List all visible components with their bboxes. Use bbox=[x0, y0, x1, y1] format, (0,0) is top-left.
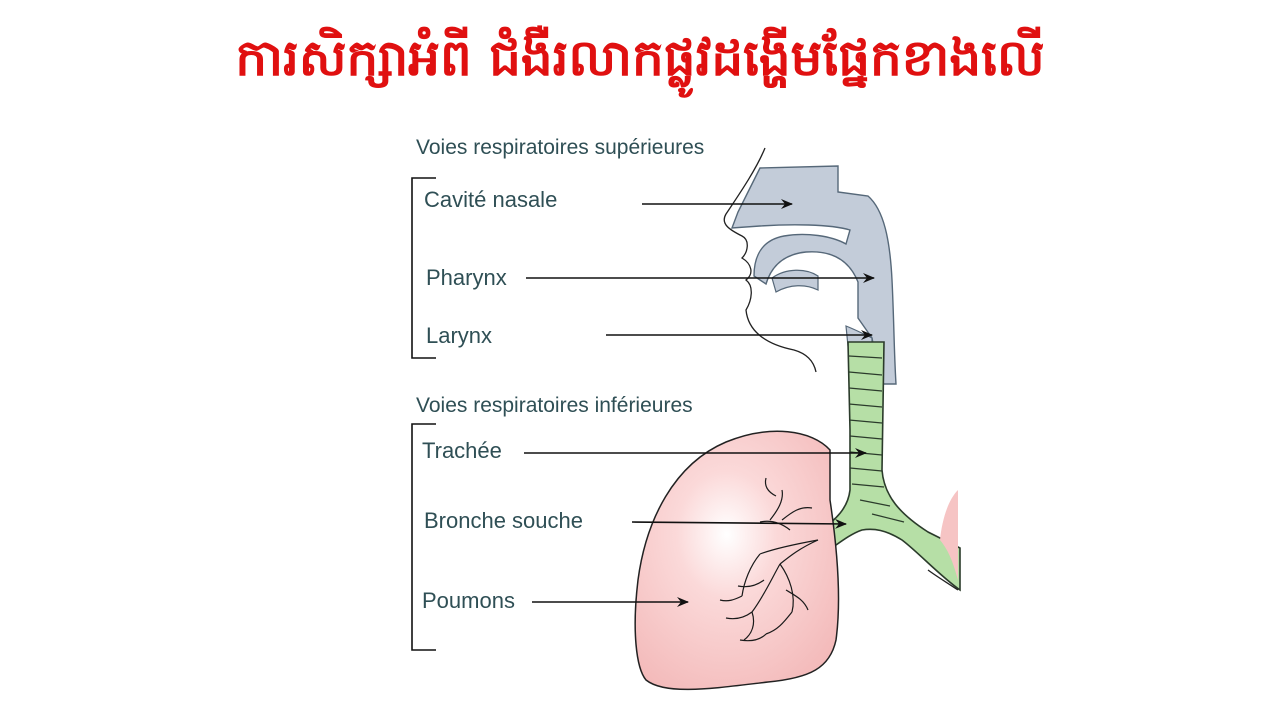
label-trachea: Trachée bbox=[422, 438, 502, 463]
arrow-main-bronchus bbox=[631, 518, 847, 529]
lower-bracket bbox=[411, 423, 436, 651]
trachea-rings bbox=[848, 355, 905, 523]
upper-airway bbox=[730, 165, 897, 385]
label-lungs: Poumons bbox=[422, 588, 515, 613]
upper-bracket bbox=[411, 177, 436, 359]
right-lung-outline bbox=[927, 569, 959, 591]
right-lung-edge bbox=[940, 490, 958, 580]
left-lung bbox=[634, 430, 840, 691]
lower-airways-heading: Voies respiratoires inférieures bbox=[416, 394, 693, 417]
face-profile bbox=[723, 147, 817, 373]
label-larynx: Larynx bbox=[426, 323, 492, 348]
bronchial-tree bbox=[719, 477, 819, 642]
page-title: ការសិក្សាអំពី ជំងឺរលាកផ្លូវដង្ហើមផ្នែកខា… bbox=[235, 29, 1045, 87]
upper-airways-heading: Voies respiratoires supérieures bbox=[416, 136, 704, 159]
tongue-outline bbox=[771, 269, 819, 293]
label-main-bronchus: Bronche souche bbox=[424, 508, 583, 533]
label-nasal-cavity: Cavité nasale bbox=[424, 187, 557, 212]
label-pharynx: Pharynx bbox=[426, 265, 507, 290]
